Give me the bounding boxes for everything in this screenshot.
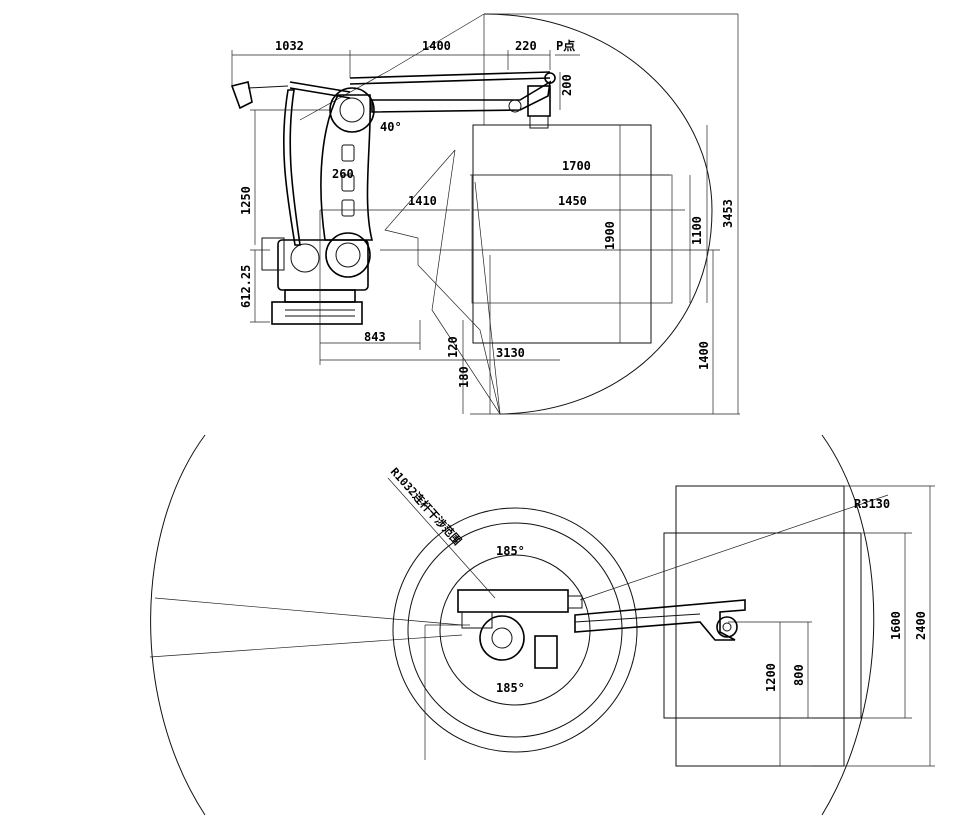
range-circle-mid — [407, 522, 623, 738]
top-view: 185° 185° R1032连杆干涉范围 R3130 1200 800 160… — [149, 434, 935, 816]
angle-40: 40° — [380, 120, 402, 134]
dim-1032: 1032 — [275, 39, 304, 53]
p-point-label: P点 — [556, 38, 575, 53]
dim-1700: 1700 — [562, 159, 591, 173]
end-effector — [529, 115, 549, 129]
dim-1200: 1200 — [764, 663, 778, 692]
dim-1250: 1250 — [239, 186, 253, 215]
dim-200: 200 — [560, 74, 574, 96]
dim-612: 612.25 — [239, 265, 253, 308]
forearm — [371, 80, 552, 113]
dim-1100: 1100 — [690, 216, 704, 245]
side-view: 1032 1400 220 P点 200 40° 260 1410 1700 1… — [230, 13, 740, 415]
dim-260: 260 — [332, 167, 354, 181]
outer-envelope-left — [150, 434, 206, 816]
dim-3453: 3453 — [721, 199, 735, 228]
dim-1410: 1410 — [408, 194, 437, 208]
dim-3130: 3130 — [496, 346, 525, 360]
robot-top-joint — [479, 615, 525, 661]
dim-1900: 1900 — [603, 221, 617, 250]
lower-joint — [325, 232, 371, 278]
pallet-top-outer — [675, 485, 845, 767]
dim-180: 180 — [457, 366, 471, 388]
pallet-outer — [472, 124, 652, 344]
pallet-top-inner — [663, 532, 862, 719]
dim-1400-vertical: 1400 — [697, 341, 711, 370]
dim-220: 220 — [515, 39, 537, 53]
dim-2400: 2400 — [914, 611, 928, 640]
dim-843: 843 — [364, 330, 386, 344]
r3130-label: R3130 — [854, 497, 890, 511]
robot-top-arm — [574, 599, 746, 641]
work-envelope-arc — [483, 13, 713, 415]
dim-1600: 1600 — [889, 611, 903, 640]
robot-top-body — [457, 589, 569, 613]
outer-envelope-right — [821, 434, 875, 816]
r1032-label: R1032连杆干涉范围 — [388, 465, 465, 548]
angle-top: 185° — [496, 544, 525, 558]
dim-1400: 1400 — [422, 39, 451, 53]
dim-1450: 1450 — [558, 194, 587, 208]
angle-bottom: 185° — [496, 681, 525, 695]
robot-top-motor — [534, 635, 558, 669]
main-arm — [320, 94, 374, 241]
rear-counterweight — [230, 81, 253, 110]
rear-link — [282, 89, 301, 246]
motor-box — [261, 237, 285, 271]
dim-800: 800 — [792, 664, 806, 686]
range-circle-outer — [392, 507, 638, 753]
robot-top-wrist — [716, 616, 738, 638]
robot-foot — [271, 301, 363, 325]
dim-120: 120 — [446, 336, 460, 358]
